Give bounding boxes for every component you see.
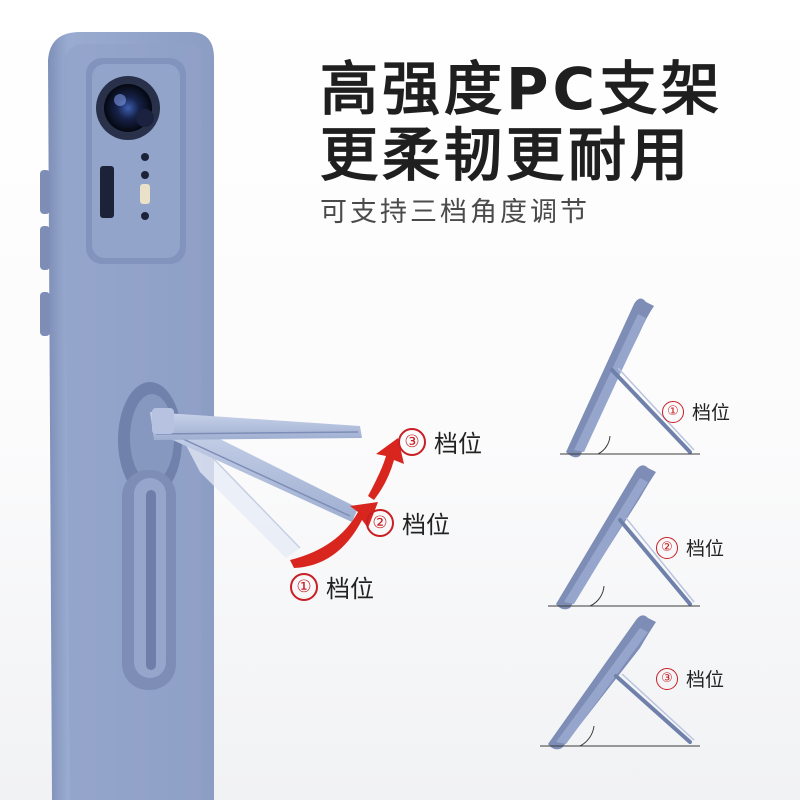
headline-line-2: 更柔韧更耐用 <box>320 121 693 189</box>
headline-line-1: 高强度PC支架 <box>320 55 724 123</box>
red-arrow-lower <box>290 502 378 568</box>
kickstand-ring <box>118 382 182 690</box>
kickstand-ghost-position <box>178 430 301 558</box>
mini-phone-2 <box>548 465 700 610</box>
secondary-lens-icon <box>136 109 154 127</box>
gear-label-3: ③ 档位 <box>398 424 482 459</box>
side-gear-label-3: ③ 档位 <box>656 665 724 692</box>
gear-number-badge: ③ <box>656 667 678 690</box>
gear-label-text: 档位 <box>686 538 725 560</box>
mini-phone-3 <box>540 615 700 750</box>
gear-label-text: 档位 <box>402 511 450 539</box>
kickstand-arm-position-2 <box>160 418 358 522</box>
mini-phone-1 <box>560 298 700 458</box>
kickstand-arm-position-3 <box>150 408 362 440</box>
gear-label-2: ② 档位 <box>366 505 450 540</box>
gear-label-1: ① 档位 <box>290 569 374 604</box>
subtitle: 可支持三档角度调节 <box>320 197 590 228</box>
side-gear-label-1: ① 档位 <box>662 398 730 425</box>
gear-number-badge: ① <box>662 400 684 423</box>
gear-number-badge: ② <box>366 508 394 537</box>
gear-label-text: 档位 <box>326 575 374 603</box>
side-gear-label-2: ② 档位 <box>656 534 724 561</box>
red-arrow-upper <box>368 438 404 500</box>
gear-number-badge: ① <box>290 572 318 601</box>
gear-number-badge: ② <box>656 536 678 559</box>
gear-label-text: 档位 <box>692 402 731 424</box>
gear-label-text: 档位 <box>434 430 482 458</box>
gear-label-text: 档位 <box>686 669 725 691</box>
gear-number-badge: ③ <box>398 427 426 456</box>
